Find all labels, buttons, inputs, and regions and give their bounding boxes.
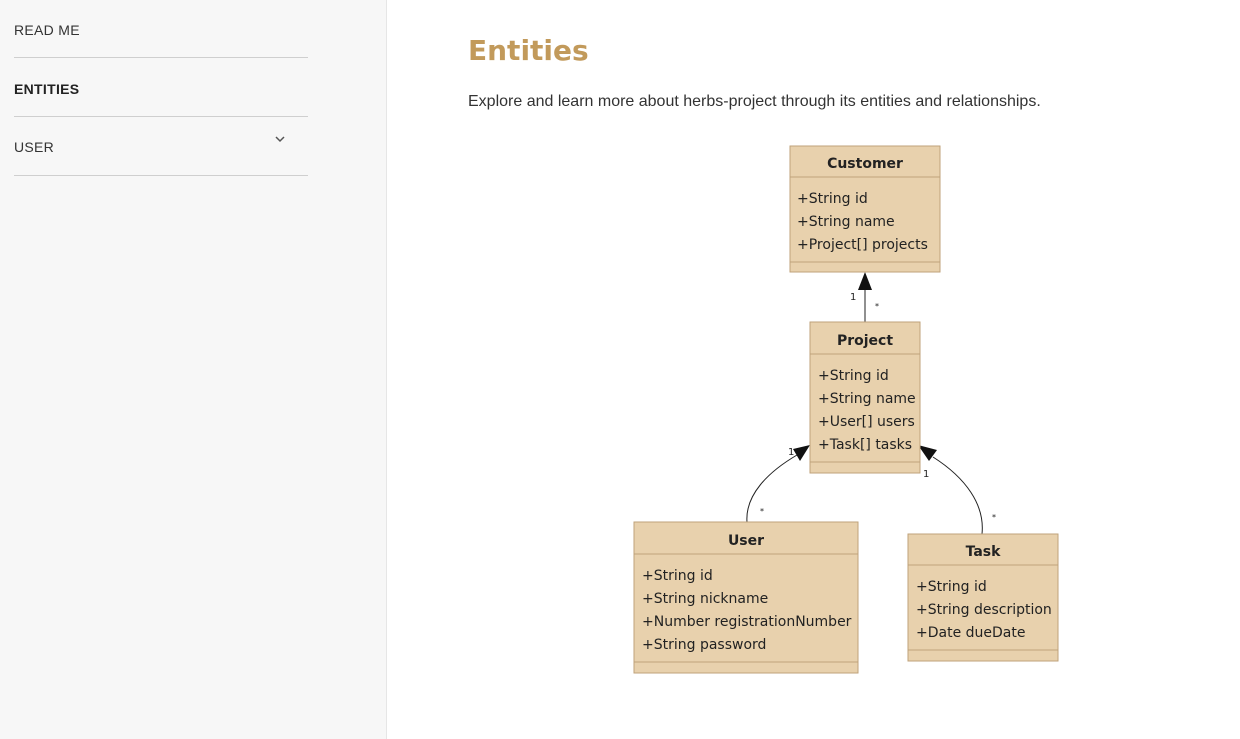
entity-attribute: +Date dueDate <box>916 625 1025 641</box>
entity-attribute: +String name <box>797 214 895 230</box>
page-intro: Explore and learn more about herbs-proje… <box>468 93 1041 110</box>
multiplicity-label: 1 <box>923 469 929 480</box>
entity-diagram: 1 * 1 * 1 * Customer +St <box>633 145 1059 674</box>
entity-attribute: +Number registrationNumber <box>642 614 852 630</box>
page-title: Entities <box>468 34 589 67</box>
entity-attribute: +String id <box>818 368 889 384</box>
multiplicity-label: * <box>992 513 996 522</box>
relation-project-customer: 1 * <box>850 272 879 322</box>
entity-project[interactable]: Project +String id +String name +User[] … <box>809 321 921 474</box>
entity-name: Project <box>837 333 893 349</box>
multiplicity-label: * <box>875 302 879 311</box>
multiplicity-label: 1 <box>788 447 794 458</box>
sidebar-item-label: READ ME <box>14 22 80 38</box>
entity-attribute: +Project[] projects <box>797 237 928 253</box>
entity-name: Task <box>966 544 1002 560</box>
sidebar-item-read-me[interactable]: READ ME <box>14 0 308 58</box>
relation-task-project: 1 * <box>918 445 996 535</box>
entity-attribute: +Task[] tasks <box>818 437 912 453</box>
entity-name: User <box>728 533 764 549</box>
entity-attribute: +String id <box>916 579 987 595</box>
entity-attribute: +String name <box>818 391 916 407</box>
entity-attribute: +String description <box>916 602 1052 618</box>
relation-user-project: 1 * <box>746 445 810 523</box>
entity-attribute: +String nickname <box>642 591 768 607</box>
sidebar-item-user[interactable]: USER <box>14 118 308 176</box>
sidebar-item-label: USER <box>14 139 55 155</box>
main-content: Entities Explore and learn more about he… <box>388 0 1240 739</box>
sidebar: READ ME ENTITIES USER <box>0 0 387 739</box>
entity-customer[interactable]: Customer +String id +String name +Projec… <box>789 145 941 273</box>
multiplicity-label: 1 <box>850 292 856 303</box>
entity-attribute: +String id <box>642 568 713 584</box>
entity-attribute: +String password <box>642 637 766 653</box>
entity-task[interactable]: Task +String id +String description +Dat… <box>907 533 1059 662</box>
entity-user[interactable]: User +String id +String nickname +Number… <box>633 521 859 674</box>
multiplicity-label: * <box>760 507 764 516</box>
sidebar-item-entities[interactable]: ENTITIES <box>14 59 308 117</box>
entity-attribute: +String id <box>797 191 868 207</box>
entity-attribute: +User[] users <box>818 414 915 430</box>
entity-name: Customer <box>827 156 903 172</box>
chevron-down-icon[interactable] <box>274 134 286 144</box>
sidebar-item-label: ENTITIES <box>14 81 80 97</box>
